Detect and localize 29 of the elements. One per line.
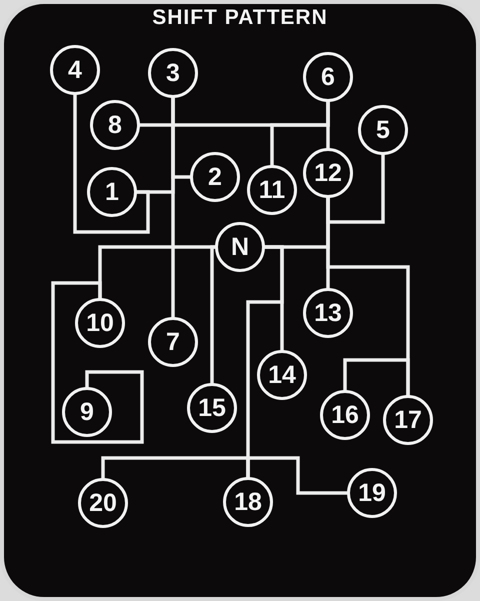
gear-number: 19: [358, 478, 386, 508]
gear-number: 11: [258, 176, 286, 204]
gear-number: 6: [321, 62, 335, 92]
gear-number: 10: [86, 308, 114, 338]
gear-number: 17: [394, 406, 422, 434]
gear-number: 1: [105, 178, 119, 206]
gear-number: 14: [268, 360, 296, 390]
gear-number: 9: [80, 398, 94, 426]
gear-number: 16: [331, 400, 359, 430]
connector-line: [246, 456, 349, 495]
connector-line: [73, 93, 150, 234]
connector-line: [51, 281, 144, 444]
gear-number: 5: [376, 116, 390, 144]
gear-number: 2: [208, 162, 222, 192]
gear-number: 3: [166, 58, 180, 88]
gear-number: 12: [314, 158, 342, 188]
gear-number: 13: [314, 298, 342, 328]
gear-number: 15: [198, 394, 226, 422]
connector-line: [171, 96, 192, 179]
gear-number: 4: [68, 56, 82, 84]
title: SHIFT PATTERN: [151, 6, 329, 30]
connector-line: [343, 358, 410, 397]
gear-number: 7: [166, 328, 180, 356]
gear-number: 18: [234, 488, 262, 516]
gear-number: 20: [89, 488, 117, 518]
gear-number: N: [230, 232, 250, 262]
gear-number: 8: [108, 110, 122, 140]
connector-line: [326, 100, 330, 150]
connector-line: [210, 245, 217, 385]
